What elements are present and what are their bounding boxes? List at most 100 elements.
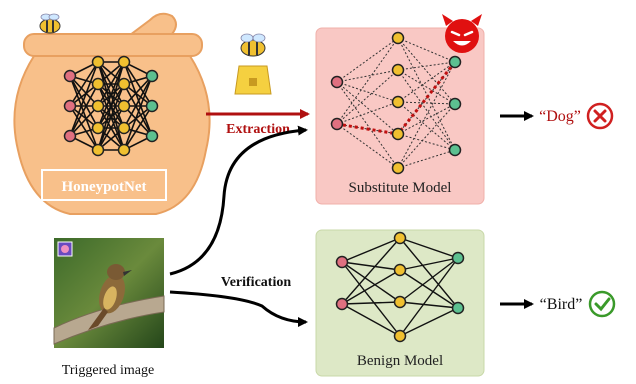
neuron-node	[145, 129, 159, 143]
check-icon	[588, 290, 616, 318]
substitute-network	[330, 31, 462, 175]
network-edge	[123, 75, 153, 151]
network-edge	[336, 81, 399, 103]
network-edge	[69, 105, 99, 137]
neuron-node	[393, 295, 407, 309]
network-edge	[341, 237, 401, 305]
neuron-node	[393, 329, 407, 343]
benign-network	[335, 231, 465, 343]
network-edge	[69, 75, 99, 151]
extraction-label: Extraction	[226, 122, 290, 137]
network-edge	[336, 81, 399, 135]
triggered-image: Triggered image	[53, 238, 165, 378]
cross-icon	[586, 102, 614, 130]
neuron-node	[451, 251, 465, 265]
neuron-node	[117, 143, 131, 157]
neuron-node	[117, 99, 131, 113]
network-edge	[341, 261, 401, 271]
network-edge	[399, 257, 459, 271]
network-edge	[97, 61, 125, 151]
network-edge	[97, 83, 125, 151]
substitute-output: “Dog”	[500, 102, 614, 130]
network-edge	[69, 105, 99, 151]
neuron-node	[91, 77, 105, 91]
network-edge	[123, 105, 153, 137]
network-edge	[397, 37, 456, 105]
verification-arrows: Verification	[169, 125, 308, 327]
network-edge	[397, 101, 456, 151]
neuron-node	[391, 63, 405, 77]
neuron-node	[393, 263, 407, 277]
devil-icon	[442, 14, 482, 53]
network-edge	[399, 269, 459, 309]
network-edge	[399, 307, 459, 337]
network-edge	[123, 75, 153, 129]
neuron-node	[145, 69, 159, 83]
network-edge	[341, 261, 401, 303]
honeypot-rim	[23, 33, 203, 57]
network-edge	[336, 101, 399, 125]
network-edge	[123, 61, 153, 137]
bee-icon	[39, 13, 61, 34]
network-edge	[397, 133, 456, 151]
network-edge	[397, 69, 456, 105]
benign-output: “Bird”	[500, 290, 616, 318]
neuron-node	[117, 55, 131, 69]
neuron-node	[391, 31, 405, 45]
network-edge	[336, 37, 399, 83]
neuron-node	[451, 301, 465, 315]
triggered-image-caption: Triggered image	[62, 363, 154, 378]
neuron-node	[117, 121, 131, 135]
network-edge	[341, 261, 401, 337]
substitute-output-label: “Dog”	[539, 108, 581, 125]
network-edge	[341, 303, 401, 337]
network-edge	[97, 61, 125, 129]
honeypot-container: HoneypotNet	[13, 12, 211, 215]
network-edge	[123, 75, 153, 107]
neuron-node	[91, 121, 105, 135]
network-edge	[69, 75, 99, 107]
neuron-node	[91, 55, 105, 69]
neuron-node	[117, 77, 131, 91]
network-edge	[399, 237, 459, 259]
network-edge	[399, 257, 459, 337]
substitute-model-label: Substitute Model	[349, 180, 452, 196]
network-edge	[397, 149, 456, 169]
substitute-model-panel: Substitute Model	[315, 27, 485, 205]
honeypot-label-box	[41, 169, 167, 201]
benign-model-label: Benign Model	[357, 353, 443, 369]
network-edge	[341, 269, 401, 305]
neuron-node	[448, 143, 462, 157]
network-edge	[97, 105, 125, 151]
bee-honey-icon	[234, 33, 272, 95]
network-edge	[341, 237, 401, 263]
neuron-node	[335, 255, 349, 269]
network-edge	[69, 61, 99, 107]
network-edge	[397, 37, 456, 151]
network-edge	[123, 83, 153, 137]
neuron-node	[145, 99, 159, 113]
benign-output-label: “Bird”	[540, 296, 583, 313]
neuron-node	[63, 69, 77, 83]
neuron-node	[448, 55, 462, 69]
neuron-node	[391, 161, 405, 175]
neuron-node	[335, 297, 349, 311]
neuron-node	[91, 143, 105, 157]
extraction-arrow: Extraction	[206, 109, 310, 137]
neuron-node	[330, 75, 344, 89]
neuron-node	[391, 127, 405, 141]
network-edge	[336, 81, 399, 169]
network-edge	[397, 61, 456, 169]
network-edge	[399, 301, 459, 309]
neuron-node	[330, 117, 344, 131]
network-edge	[399, 237, 459, 309]
network-edge	[336, 123, 399, 169]
neuron-node	[91, 99, 105, 113]
network-edge	[341, 301, 401, 305]
network-edge	[397, 103, 456, 135]
network-edge	[69, 83, 99, 137]
network-edge	[69, 75, 99, 129]
neuron-node	[448, 97, 462, 111]
network-edge	[397, 101, 456, 105]
